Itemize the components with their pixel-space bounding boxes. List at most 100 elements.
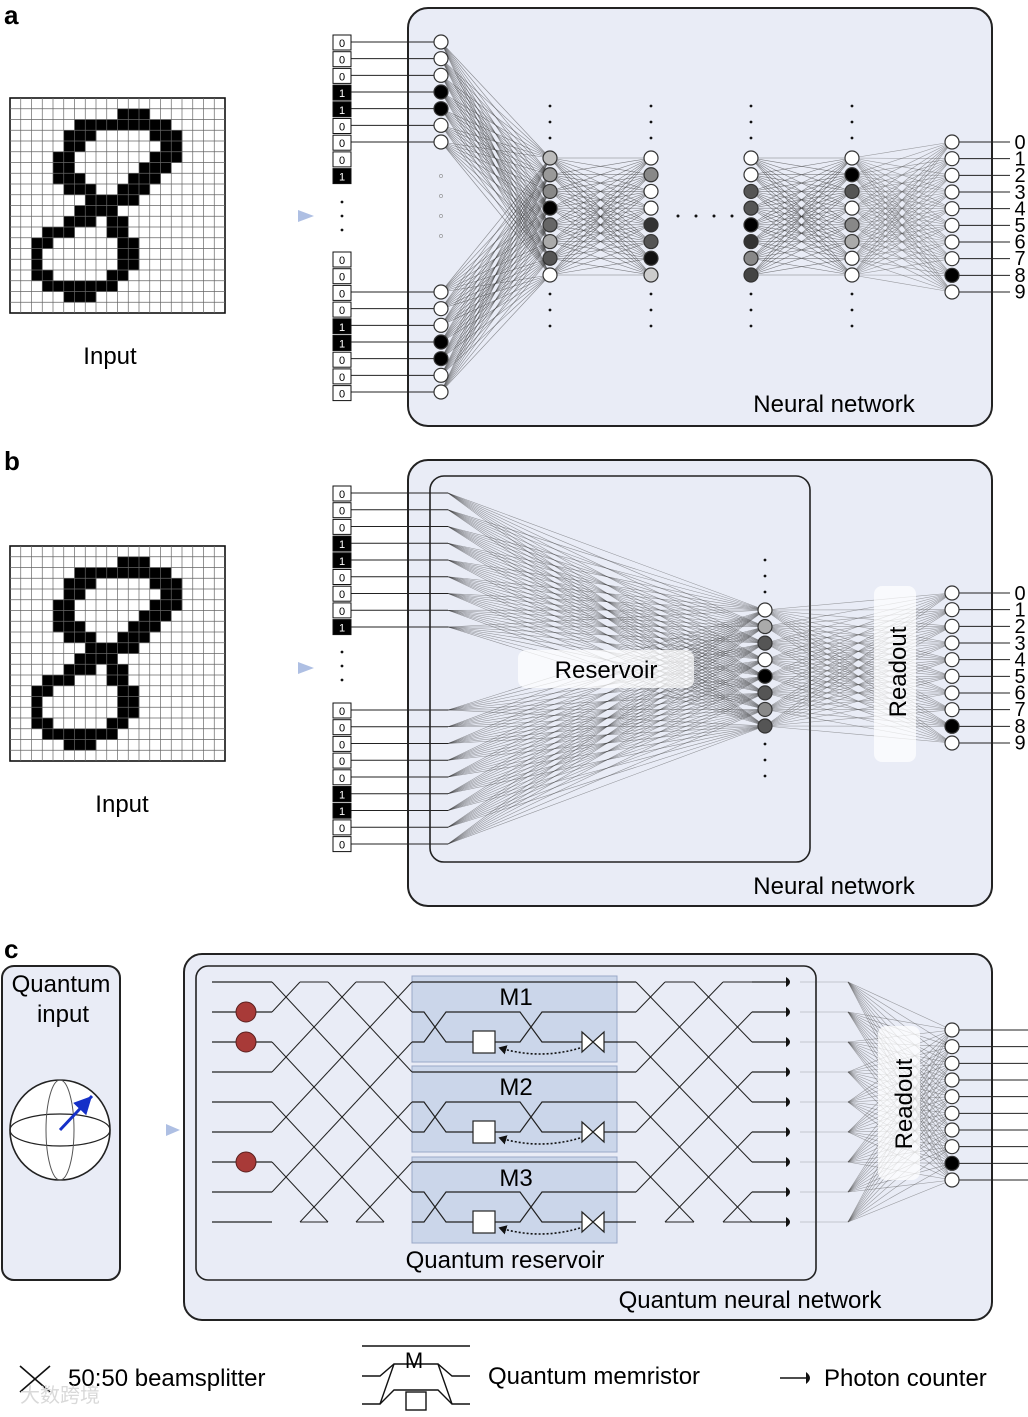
panel-c-reservoir-label: Quantum reservoir	[406, 1247, 605, 1274]
hidden-node	[845, 235, 859, 249]
output-node	[945, 1040, 959, 1054]
panel-a-bit-value: 0	[339, 355, 345, 367]
panel-a-bit-value: 0	[339, 122, 345, 134]
hidden-node	[543, 168, 557, 182]
panel-b-flow-arrow-head	[298, 662, 314, 674]
panel-b-letter: b	[4, 446, 20, 476]
hidden-node	[543, 184, 557, 198]
panel-a-bit-value: 0	[339, 155, 345, 167]
hidden-node	[644, 168, 658, 182]
panel-a-bit-value: 0	[339, 272, 345, 284]
input-photon	[236, 1152, 256, 1172]
hidden-node	[744, 168, 758, 182]
panel-b-bit-value: 0	[339, 840, 345, 852]
output-node	[945, 1090, 959, 1104]
input-node	[434, 102, 448, 116]
panel-b-bit-value: 1	[339, 556, 345, 568]
output-node	[945, 135, 959, 149]
hidden-node	[845, 251, 859, 265]
panel-a-bit-value: 1	[339, 105, 345, 117]
hidden-node	[644, 184, 658, 198]
panel-a-bit-value: 0	[339, 71, 345, 83]
hidden-node	[744, 201, 758, 215]
reservoir-node	[758, 719, 772, 733]
output-node	[945, 1073, 959, 1087]
output-node	[945, 268, 959, 282]
panel-a-bit-value: 0	[339, 372, 345, 384]
hidden-node	[644, 235, 658, 249]
panel-b-input-digit	[10, 546, 225, 761]
bloch-sphere-icon	[10, 1080, 110, 1180]
panel-c-flow-arrow-head	[166, 1124, 180, 1136]
panel-a-letter: a	[4, 0, 19, 30]
output-node	[945, 152, 959, 166]
hidden-node	[644, 251, 658, 265]
panel-b: b Input Reservoir Readout 00011000100000…	[4, 446, 1026, 906]
output-node	[945, 586, 959, 600]
panel-b-reservoir-label: Reservoir	[555, 657, 658, 684]
hidden-node	[543, 218, 557, 232]
output-node	[945, 619, 959, 633]
input-photon	[236, 1002, 256, 1022]
hidden-node	[744, 268, 758, 282]
panel-b-bit-value: 1	[339, 790, 345, 802]
output-node	[945, 235, 959, 249]
memristor-label: M2	[499, 1074, 532, 1101]
panel-a-bit-value: 0	[339, 288, 345, 300]
panel-b-bit-value: 1	[339, 539, 345, 551]
panel-a-bit-value: 0	[339, 389, 345, 401]
output-node	[945, 686, 959, 700]
hidden-node	[644, 151, 658, 165]
panel-b-output-label: 9	[1014, 732, 1025, 754]
photon-counter-icon	[780, 1372, 810, 1384]
panel-b-bit-value: 0	[339, 706, 345, 718]
input-node	[434, 35, 448, 49]
panel-a-bit-value: 1	[339, 172, 345, 184]
panel-c-box-label: Quantum neural network	[619, 1287, 883, 1314]
output-node	[945, 1106, 959, 1120]
hidden-node	[845, 201, 859, 215]
memristor-element	[473, 1121, 495, 1143]
panel-b-bit-value: 0	[339, 823, 345, 835]
hidden-node	[845, 184, 859, 198]
panel-b-bit-value: 0	[339, 489, 345, 501]
reservoir-node	[758, 702, 772, 716]
hidden-node	[845, 268, 859, 282]
memristor-label: M3	[499, 1165, 532, 1192]
legend-memristor-symbol: M	[405, 1348, 423, 1373]
output-node	[945, 1156, 959, 1170]
panel-b-bit-value: 0	[339, 606, 345, 618]
panel-a-input-digit	[10, 98, 225, 313]
hidden-node	[543, 251, 557, 265]
output-node	[945, 1123, 959, 1137]
hidden-node	[744, 184, 758, 198]
panel-a-bit-value: 0	[339, 138, 345, 150]
panel-a-bit-value: 0	[339, 255, 345, 267]
reservoir-node	[758, 653, 772, 667]
hidden-node	[744, 151, 758, 165]
output-node	[945, 703, 959, 717]
memristor-element	[473, 1211, 495, 1233]
memristor-label: M1	[499, 984, 532, 1011]
output-node	[945, 603, 959, 617]
output-node	[945, 1140, 959, 1154]
output-node	[945, 285, 959, 299]
panel-b-bit-value: 0	[339, 756, 345, 768]
reservoir-node	[758, 603, 772, 617]
panel-b-bit-value: 0	[339, 723, 345, 735]
input-node	[434, 118, 448, 132]
panel-b-bit-value: 0	[339, 773, 345, 785]
reservoir-node	[758, 636, 772, 650]
hidden-node	[644, 218, 658, 232]
hidden-node	[543, 268, 557, 282]
hidden-node	[744, 251, 758, 265]
panel-b-bit-value: 0	[339, 589, 345, 601]
hidden-node	[644, 268, 658, 282]
input-node	[434, 318, 448, 332]
panel-b-bit-value: 0	[339, 573, 345, 585]
